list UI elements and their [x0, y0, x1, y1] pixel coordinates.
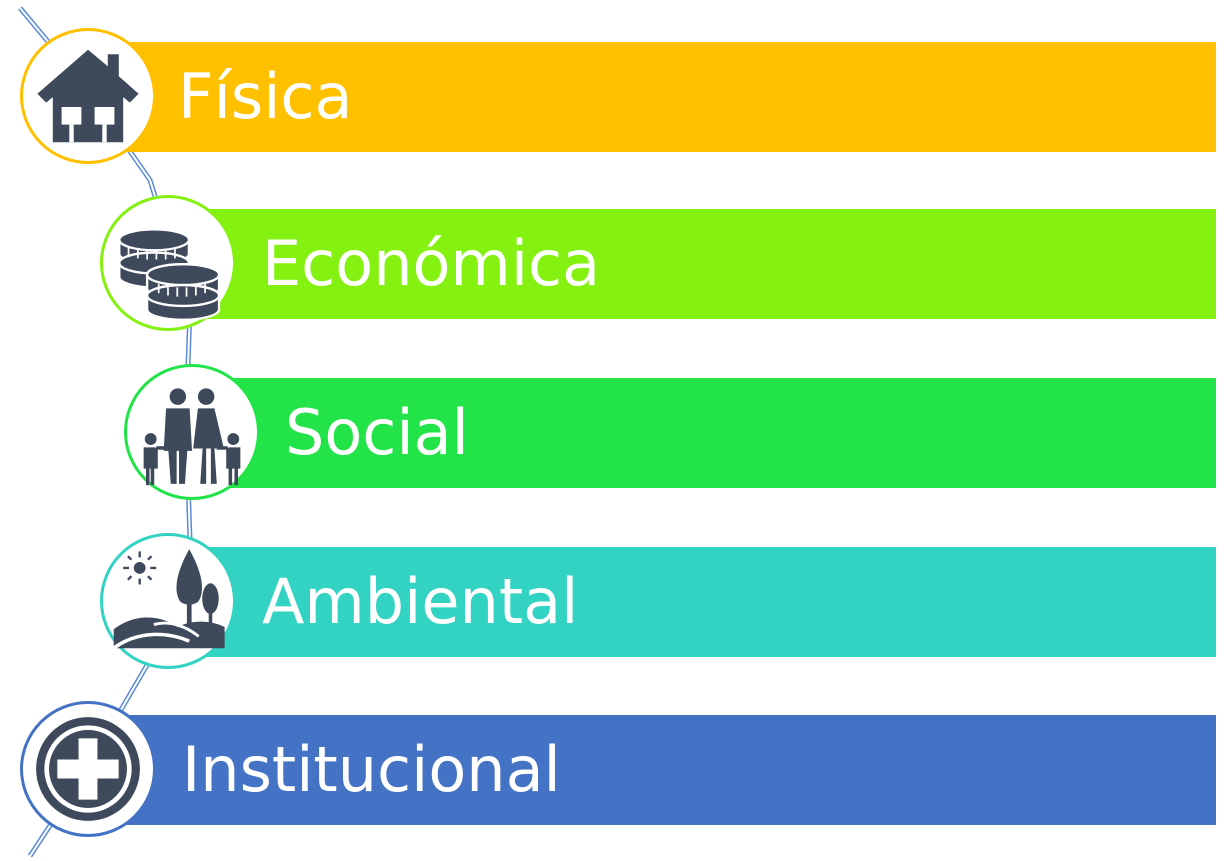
bar-institucional: Institucional — [120, 715, 1216, 825]
bar-label-institucional: Institucional — [182, 733, 561, 806]
bar-label-ambiental: Ambiental — [262, 565, 579, 638]
circle-economica — [100, 195, 236, 331]
coins-icon — [118, 228, 221, 321]
circle-fisica — [20, 28, 156, 164]
circle-social — [124, 364, 260, 500]
bar-ambiental: Ambiental — [200, 547, 1216, 657]
bar-label-fisica: Física — [178, 60, 353, 133]
bar-label-social: Social — [285, 396, 469, 469]
bar-label-economica: Económica — [262, 227, 601, 300]
family-icon — [143, 388, 241, 486]
circle-ambiental — [100, 533, 236, 669]
plus-icon — [36, 717, 140, 821]
bar-social: Social — [230, 378, 1216, 488]
landscape-icon — [112, 549, 225, 650]
bar-fisica: Física — [120, 42, 1216, 152]
circle-institucional — [20, 701, 156, 837]
bar-economica: Económica — [200, 209, 1216, 319]
house-icon — [37, 49, 139, 143]
